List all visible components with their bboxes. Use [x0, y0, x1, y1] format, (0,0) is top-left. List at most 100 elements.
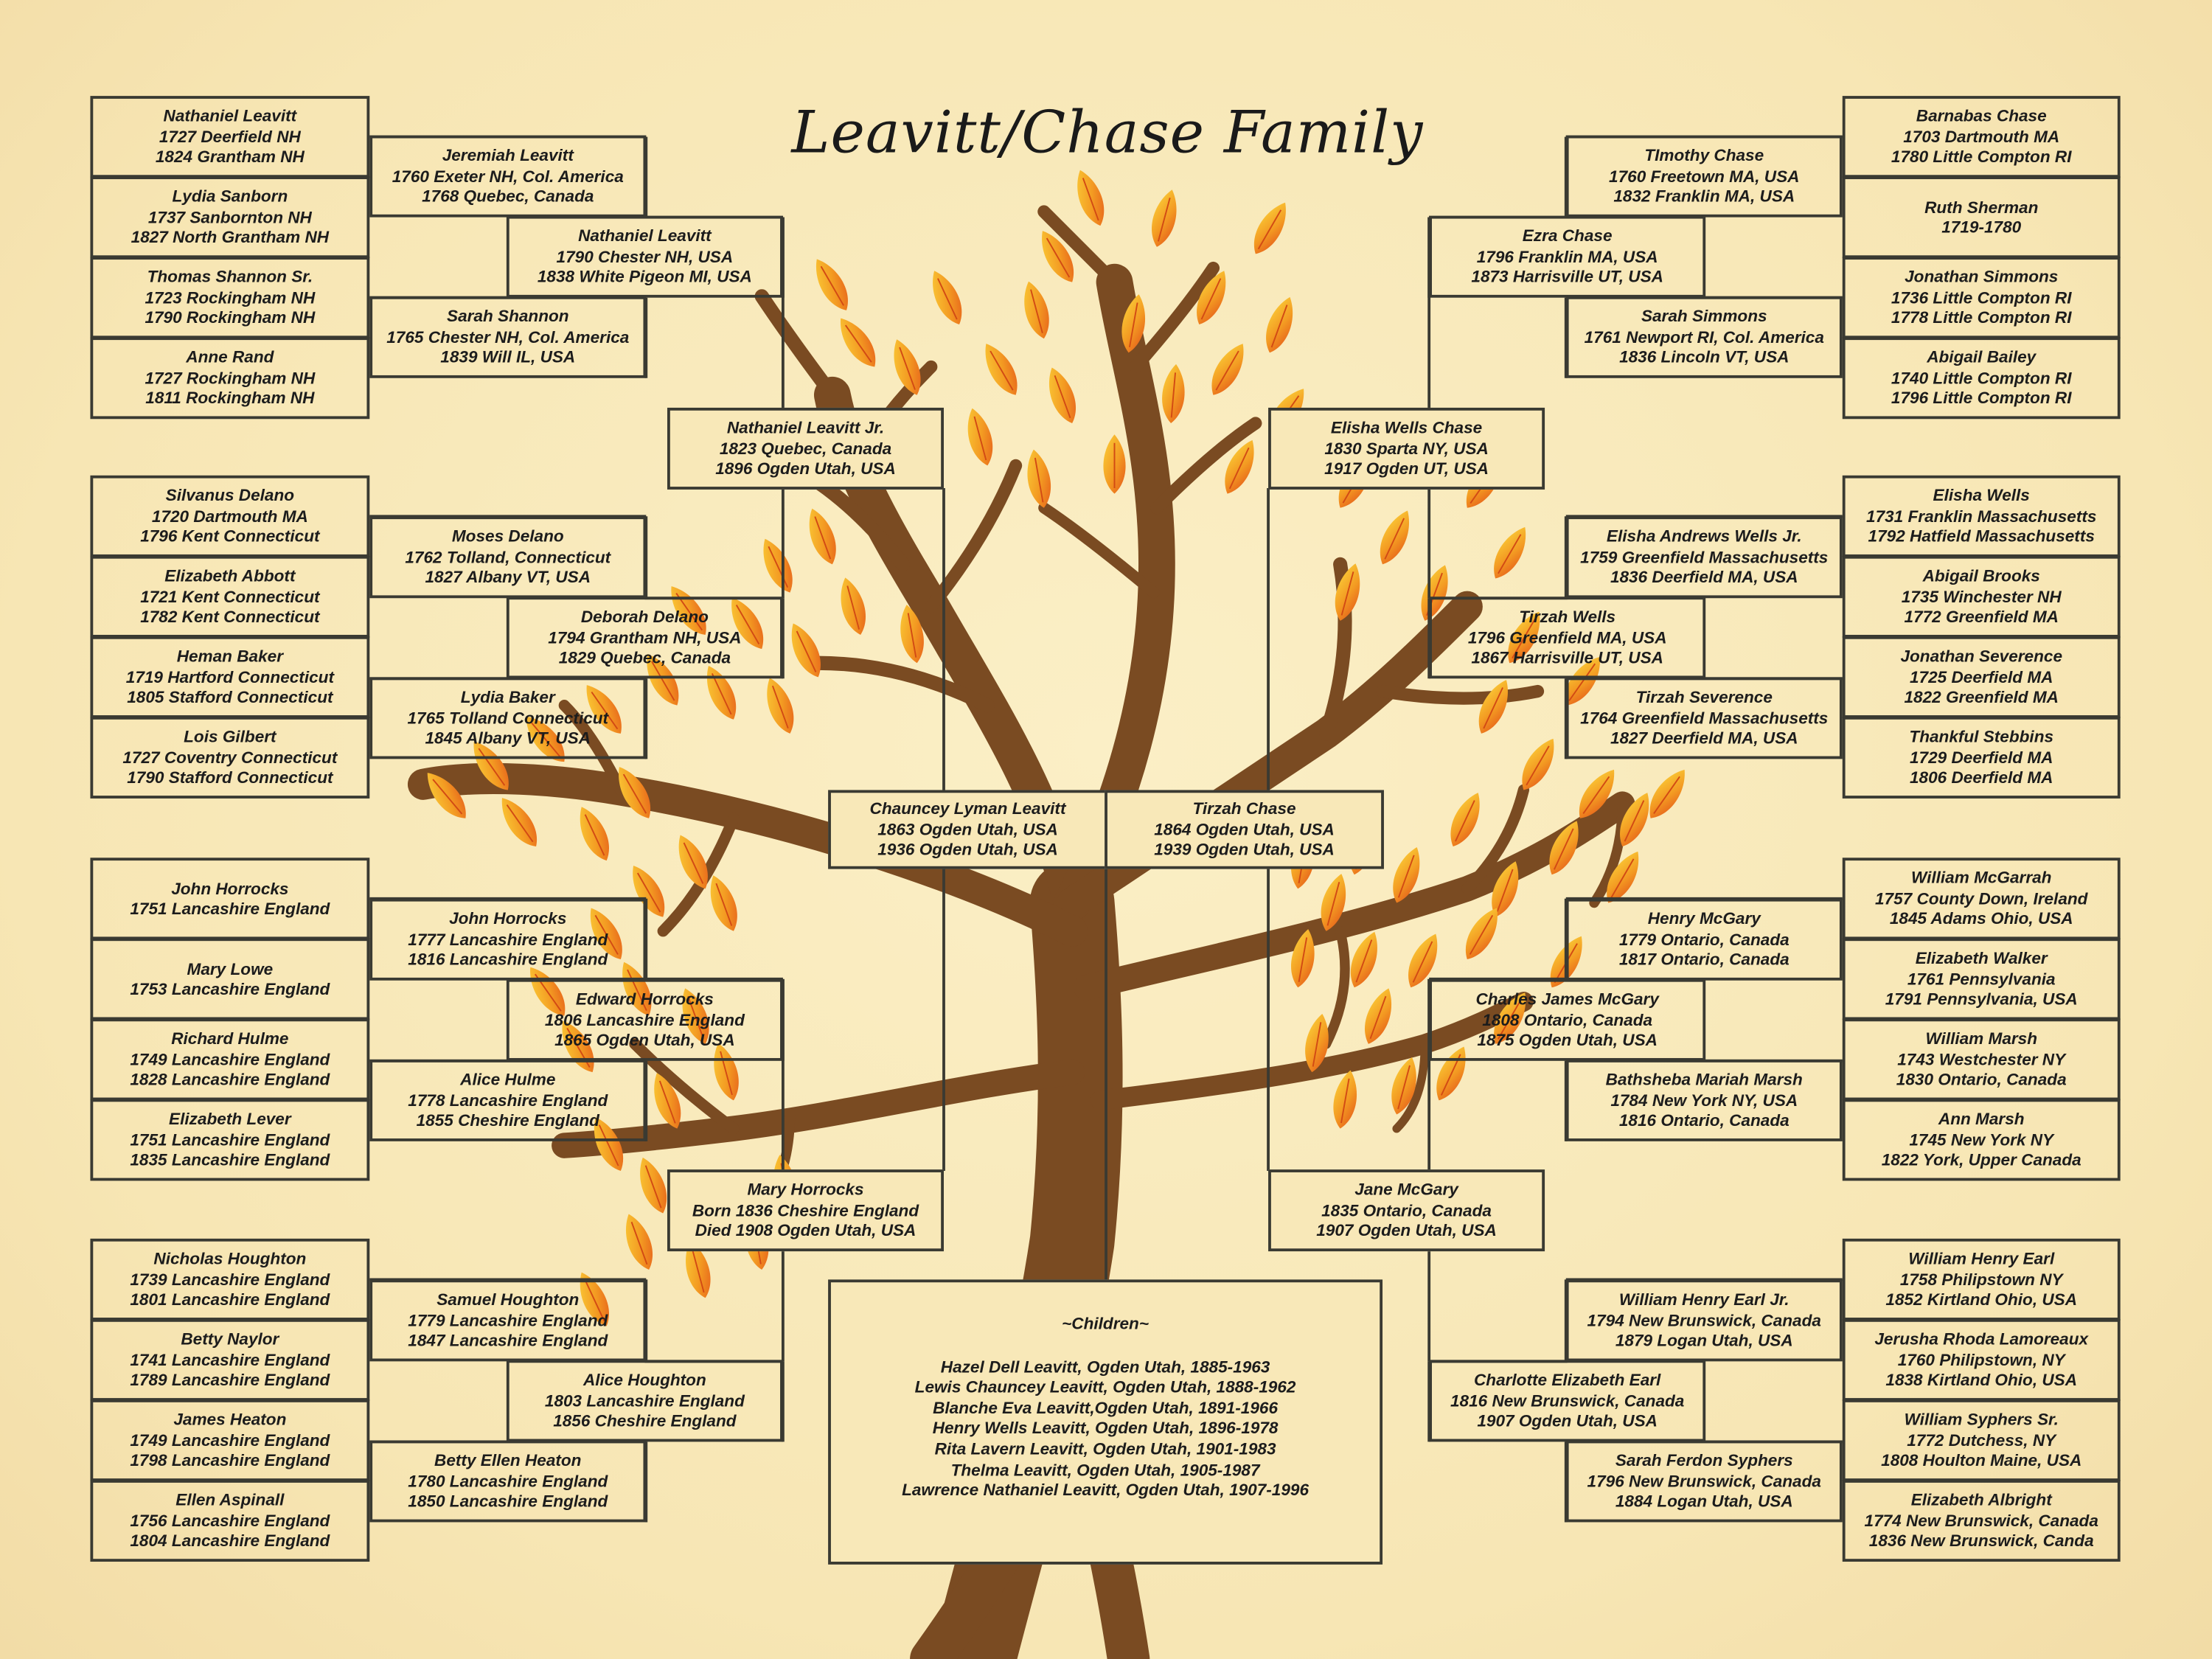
person-dates: 1847 Lancashire England: [408, 1330, 608, 1351]
leaf-vein: [1157, 198, 1171, 242]
leaf-vein: [683, 842, 704, 884]
person-dates: 1782 Kent Connecticut: [140, 607, 320, 627]
leaf-vein: [735, 604, 760, 644]
person-dates: 1778 Lancashire England: [408, 1090, 608, 1110]
person-dates: 1907 Ogden Utah, USA: [1316, 1220, 1497, 1241]
leaf-vein: [1257, 209, 1282, 250]
person-dates: 1762 Tolland, Connecticut: [405, 546, 611, 567]
person-name: William McGarrah: [1910, 868, 2052, 888]
person-name: Moses Delano: [451, 526, 564, 547]
child-entry: Henry Wells Leavitt, Ogden Utah, 1896-19…: [932, 1418, 1279, 1439]
person-name: Elizabeth Lever: [169, 1109, 291, 1130]
person-dates: 1864 Ogden Utah, USA: [1154, 819, 1335, 840]
person-dates: 1824 Grantham NH: [155, 147, 305, 167]
leaf-vein: [846, 585, 860, 630]
leaf-vein: [1170, 372, 1176, 418]
person-dates: 1845 Adams Ohio, USA: [1889, 908, 2073, 929]
leaf-vein: [1412, 941, 1433, 983]
person-dates: 1727 Coventry Connecticut: [122, 747, 338, 768]
leaf-vein: [1498, 999, 1522, 1040]
person-dates: 1736 Little Compton RI: [1891, 287, 2072, 307]
person-name: William Marsh: [1925, 1029, 2038, 1049]
person-name: Jane McGary: [1354, 1180, 1458, 1200]
leaf-vein: [1200, 278, 1222, 320]
person-dates: 1896 Ogden Utah, USA: [715, 459, 896, 479]
person-dates: 1756 Lancashire England: [130, 1510, 330, 1531]
leaf-vein: [591, 691, 619, 730]
person-dates: 1936 Ogden Utah, USA: [877, 839, 1058, 860]
person-dates: Born 1836 Cheshire England: [692, 1200, 919, 1220]
person-dates: 1823 Quebec, Canada: [719, 438, 892, 459]
person-dates: 1719-1780: [1941, 217, 2022, 237]
person-name: Alice Houghton: [582, 1370, 706, 1391]
person-name: Lydia Sanborn: [172, 187, 288, 207]
person-dates: 1855 Cheshire England: [416, 1110, 599, 1130]
person-dates: 1720 Dartmouth MA: [151, 506, 308, 526]
person-dates: 1780 Lancashire England: [408, 1471, 608, 1491]
leaf-vein: [1610, 858, 1635, 899]
leaf-vein: [1215, 350, 1239, 391]
leaf-vein: [1397, 1065, 1411, 1110]
person-dates: 1779 Lancashire England: [408, 1310, 608, 1330]
person-dates: 1796 Franklin MA, USA: [1476, 246, 1658, 267]
person-dates: 1739 Lancashire England: [130, 1269, 330, 1290]
person-name: Elizabeth Albright: [1910, 1490, 2052, 1510]
person-dates: 1805 Stafford Connecticut: [127, 687, 333, 707]
person-dates: 1790 Stafford Connecticut: [127, 768, 333, 788]
person-dates: 1729 Deerfield MA: [1909, 747, 2053, 768]
person-dates: 1760 Exeter NH, Col. America: [392, 166, 624, 187]
person-dates: 1836 Lincoln VT, USA: [1619, 347, 1790, 367]
leaf-vein: [1046, 237, 1071, 278]
person-dates: 1759 Greenfield Massachusetts: [1580, 546, 1829, 567]
person-name: Edward Horrocks: [575, 989, 714, 1009]
person-name: Nicholas Houghton: [153, 1249, 307, 1269]
person-name: James Heaton: [173, 1410, 287, 1430]
person-dates: 1832 Franklin MA, USA: [1613, 186, 1795, 206]
person-dates: 1838 Kirtland Ohio, USA: [1885, 1370, 2078, 1390]
person-dates: 1816 New Brunswick, Canada: [1450, 1391, 1685, 1411]
leaf-vein: [973, 416, 987, 461]
person-dates: 1801 Lancashire England: [130, 1290, 330, 1310]
leaf-vein: [1526, 745, 1550, 786]
person-dates: 1760 Philipstown, NY: [1897, 1349, 2065, 1370]
person-dates: 1743 Westchester NY: [1897, 1049, 2066, 1069]
leaf-vein: [1498, 534, 1522, 574]
person-name: Thankful Stebbins: [1909, 727, 2054, 747]
person-name: Tirzah Chase: [1192, 799, 1296, 819]
leaf-vein: [1582, 776, 1610, 814]
leaf-vein: [907, 613, 917, 658]
child-entry: Lewis Chauncey Leavitt, Ogden Utah, 1888…: [914, 1377, 1296, 1397]
person-dates: 1780 Little Compton RI: [1891, 147, 2072, 167]
person-dates: 1784 New York NY, USA: [1610, 1090, 1798, 1110]
person-dates: 1822 Greenfield MA: [1904, 687, 2059, 707]
person-name: Elisha Wells Chase: [1330, 418, 1483, 438]
person-dates: 1828 Lancashire England: [130, 1069, 330, 1090]
person-dates: 1749 Lancashire England: [130, 1430, 330, 1450]
leaf-vein: [1384, 518, 1405, 560]
leaf-vein: [1496, 869, 1514, 912]
person-name: Betty Naylor: [181, 1329, 279, 1349]
leaf-vein: [1326, 881, 1340, 926]
person-name: Alice Hulme: [460, 1070, 556, 1090]
person-dates: 1806 Lancashire England: [544, 1009, 745, 1030]
leaf-vein: [1054, 375, 1071, 419]
